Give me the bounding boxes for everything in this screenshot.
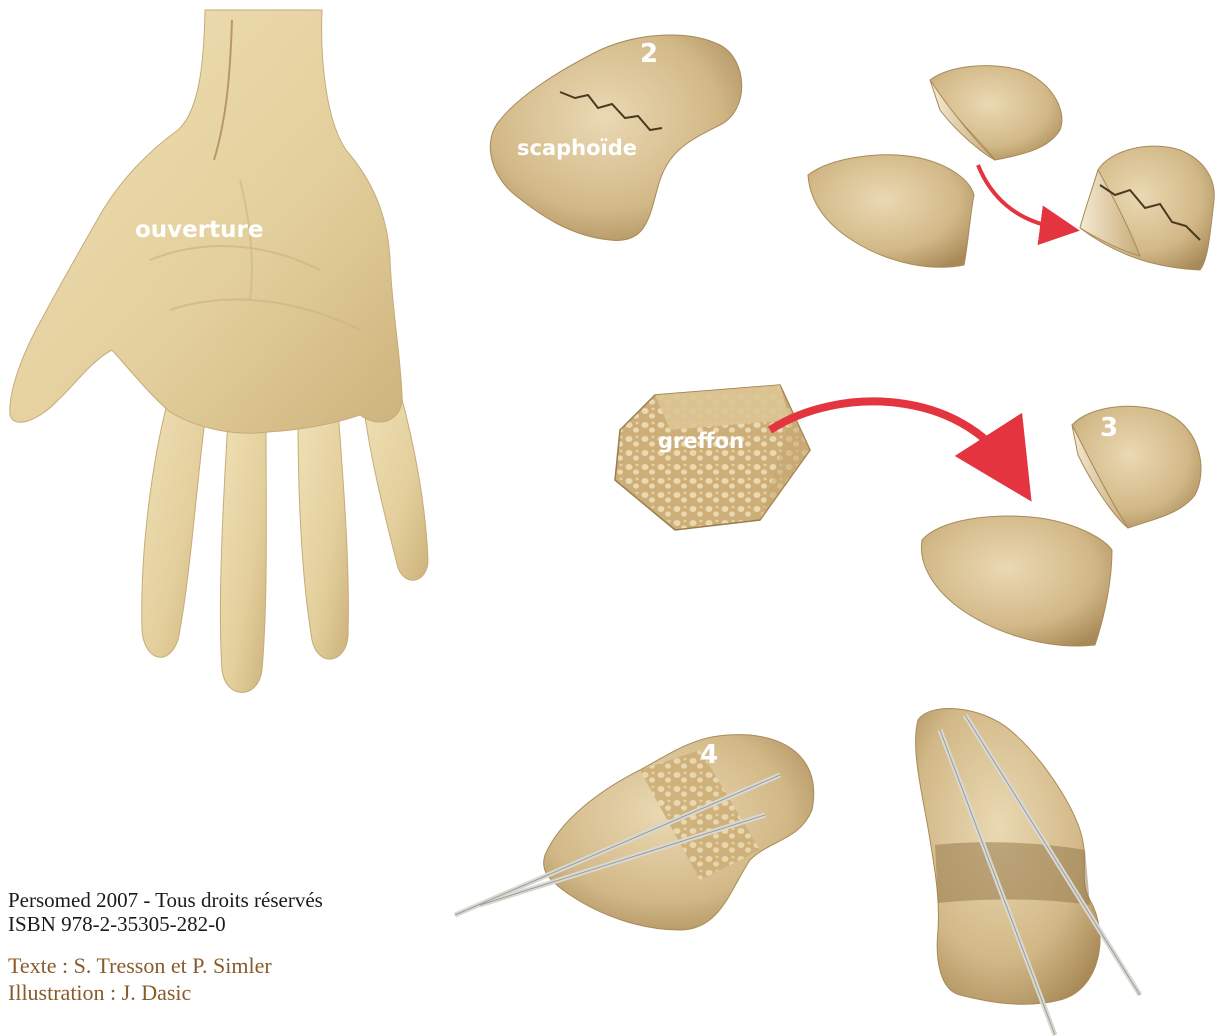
step-2-label: 2 <box>640 39 658 69</box>
finger-index <box>142 400 205 657</box>
ouverture-label: ouverture <box>135 217 263 243</box>
scaphoid-grafted-view-a: 4 <box>455 735 814 930</box>
step-1-label: 1 <box>322 23 340 53</box>
finger-middle <box>220 420 266 693</box>
copyright-line: Persomed 2007 - Tous droits réservés <box>8 888 323 912</box>
scaphoid-fractured: 2 scaphoïde <box>490 35 742 240</box>
scaphoid-grafted-view-b <box>916 709 1140 1035</box>
red-arrow-small <box>978 165 1060 228</box>
scaphoide-label: scaphoïde <box>517 136 637 160</box>
step-3-label: 3 <box>1100 413 1118 443</box>
red-arrow-large <box>770 401 1010 468</box>
finger-ring <box>298 410 348 659</box>
scaphoid-prepared: 3 <box>921 406 1201 646</box>
scaphoid-fragments <box>808 66 1214 270</box>
text-credit-line: Texte : S. Tresson et P. Simler <box>8 952 272 979</box>
illustration-credit-line: Illustration : J. Dasic <box>8 979 191 1006</box>
isbn-line: ISBN 978-2-35305-282-0 <box>8 912 226 936</box>
step-4-label: 4 <box>700 740 718 770</box>
greffon-label: greffon <box>658 429 744 453</box>
hand-illustration: 1 ouverture <box>10 10 428 693</box>
bone-graft: greffon <box>615 385 810 530</box>
